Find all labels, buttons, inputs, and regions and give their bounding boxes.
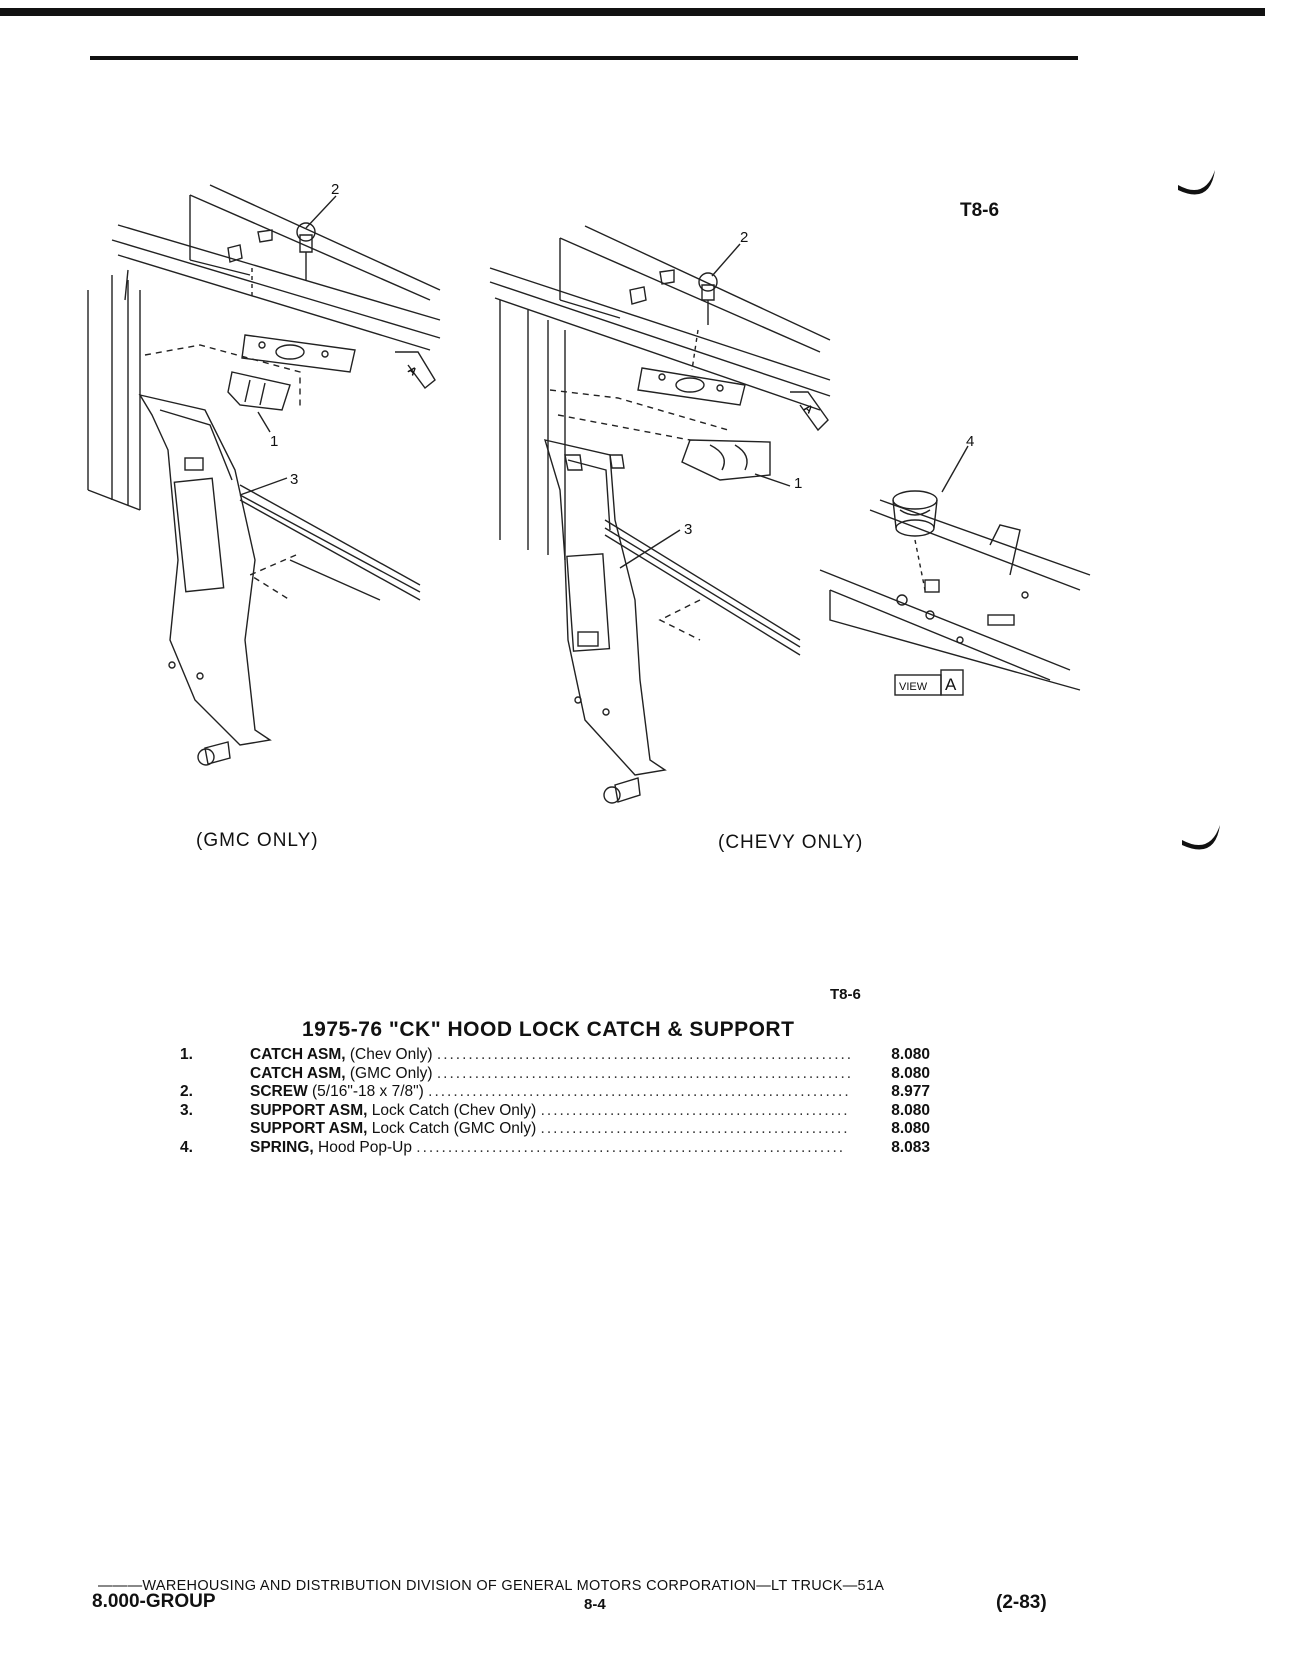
part-description: SCREW (5/16"-18 x 7/8") ................… [250, 1083, 850, 1100]
caption-gmc: (GMC ONLY) [196, 830, 319, 851]
callout-3-chevy: 3 [684, 521, 692, 538]
part-group-code: 8.080 [891, 1064, 930, 1082]
callout-1-gmc: 1 [270, 433, 278, 450]
part-description: CATCH ASM, (Chev Only) .................… [250, 1046, 850, 1063]
view-label-word: VIEW [899, 681, 928, 693]
figure-code-top: T8-6 [960, 200, 1000, 221]
footer-division-line: ———WAREHOUSING AND DISTRIBUTION DIVISION… [98, 1578, 885, 1594]
parts-list: 1. CATCH ASM, (Chev Only) ..............… [180, 1046, 960, 1157]
part-group-code: 8.080 [891, 1046, 930, 1063]
part-description: SPRING, Hood Pop-Up ....................… [250, 1138, 846, 1156]
parts-row: SUPPORT ASM, Lock Catch (GMC Only) .....… [180, 1120, 960, 1139]
parts-row: 3. SUPPORT ASM, Lock Catch (Chev Only) .… [180, 1102, 960, 1121]
parts-list-title: 1975-76 "CK" HOOD LOCK CATCH & SUPPORT [302, 1018, 795, 1041]
callout-2-gmc: 2 [331, 181, 339, 198]
hood-lock-illustration: 2 1 3 2 1 3 4 VIEW A A A [87, 170, 1220, 850]
top-rule [0, 8, 1265, 16]
part-group-code: 8.083 [891, 1138, 930, 1156]
callout-3-gmc: 3 [290, 471, 298, 488]
footer-date: (2-83) [996, 1592, 1047, 1613]
parts-row: CATCH ASM, (GMC Only) ..................… [180, 1065, 960, 1084]
part-description: CATCH ASM, (GMC Only) ..................… [250, 1064, 850, 1082]
parts-row: 1. CATCH ASM, (Chev Only) ..............… [180, 1046, 960, 1065]
chevy-assembly [489, 225, 831, 804]
header-rule [90, 56, 1078, 60]
parts-row: 4. SPRING, Hood Pop-Up .................… [180, 1139, 960, 1158]
callout-1-chevy: 1 [794, 475, 802, 492]
gmc-assembly [87, 184, 441, 766]
part-number: 3. [180, 1101, 193, 1119]
part-group-code: 8.977 [891, 1083, 930, 1100]
footer-page-number: 8-4 [584, 1596, 606, 1613]
part-number: 4. [180, 1138, 193, 1156]
view-label-letter: A [945, 675, 957, 694]
part-number: 1. [180, 1046, 193, 1063]
figure-code-list: T8-6 [830, 986, 861, 1003]
view-a-inset [819, 445, 1091, 691]
part-description: SUPPORT ASM, Lock Catch (GMC Only) .....… [250, 1120, 850, 1137]
part-description: SUPPORT ASM, Lock Catch (Chev Only) ....… [250, 1101, 850, 1119]
part-group-code: 8.080 [891, 1120, 930, 1137]
binder-marks [1178, 170, 1220, 850]
parts-row: 2. SCREW (5/16"-18 x 7/8") .............… [180, 1083, 960, 1102]
part-number [180, 1065, 250, 1084]
part-number: 2. [180, 1083, 193, 1100]
callout-2-chevy: 2 [740, 229, 748, 246]
part-number [180, 1120, 250, 1139]
part-group-code: 8.080 [891, 1101, 930, 1119]
footer-group: 8.000-GROUP [92, 1591, 216, 1612]
caption-chevy: (CHEVY ONLY) [718, 832, 864, 853]
callout-4: 4 [966, 433, 974, 450]
